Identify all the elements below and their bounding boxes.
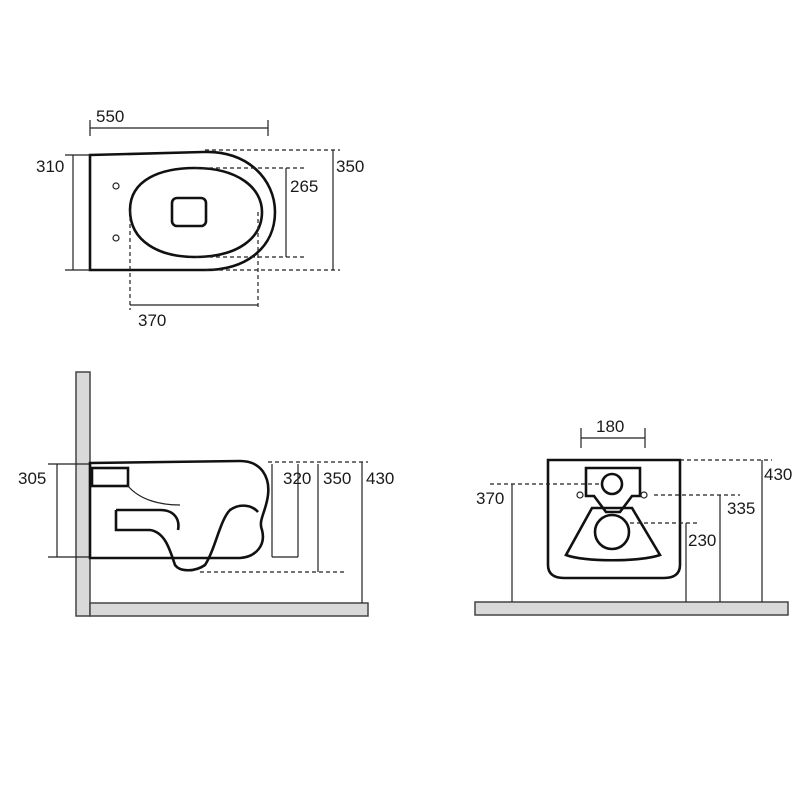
label-370-front: 370 [476, 489, 504, 508]
inlet-hole [600, 472, 624, 496]
floor [474, 601, 789, 616]
bowl-outline-front [546, 458, 682, 580]
side-view: 305 320 350 430 [18, 371, 394, 617]
outlet-frame [564, 506, 662, 562]
bowl-outline-side [88, 459, 270, 560]
label-370: 370 [138, 311, 166, 330]
fixing-hole [576, 491, 584, 499]
label-305: 305 [18, 469, 46, 488]
label-430-side: 430 [366, 469, 394, 488]
rim-line [127, 485, 181, 506]
label-310: 310 [36, 157, 64, 176]
label-550: 550 [96, 107, 124, 126]
label-230: 230 [688, 531, 716, 550]
outlet-trap [114, 504, 259, 572]
wall [75, 371, 91, 617]
outlet-hole [593, 513, 631, 551]
fixing-hole [112, 182, 120, 190]
fixing-hole [112, 234, 120, 242]
label-430-front: 430 [764, 465, 792, 484]
label-265: 265 [290, 177, 318, 196]
fixing-hole [640, 491, 648, 499]
top-view: 550 310 350 265 370 [36, 107, 364, 330]
front-view: 180 370 430 335 230 [474, 417, 792, 616]
flush-opening [170, 196, 208, 228]
inlet-pipe [90, 466, 130, 488]
label-350: 350 [336, 157, 364, 176]
label-320: 320 [283, 469, 311, 488]
label-180: 180 [596, 417, 624, 436]
label-335: 335 [727, 499, 755, 518]
inlet-frame [584, 466, 642, 514]
bowl-outline-top [88, 150, 277, 272]
seat-outline-top [128, 166, 264, 259]
floor [89, 602, 369, 617]
label-350-side: 350 [323, 469, 351, 488]
